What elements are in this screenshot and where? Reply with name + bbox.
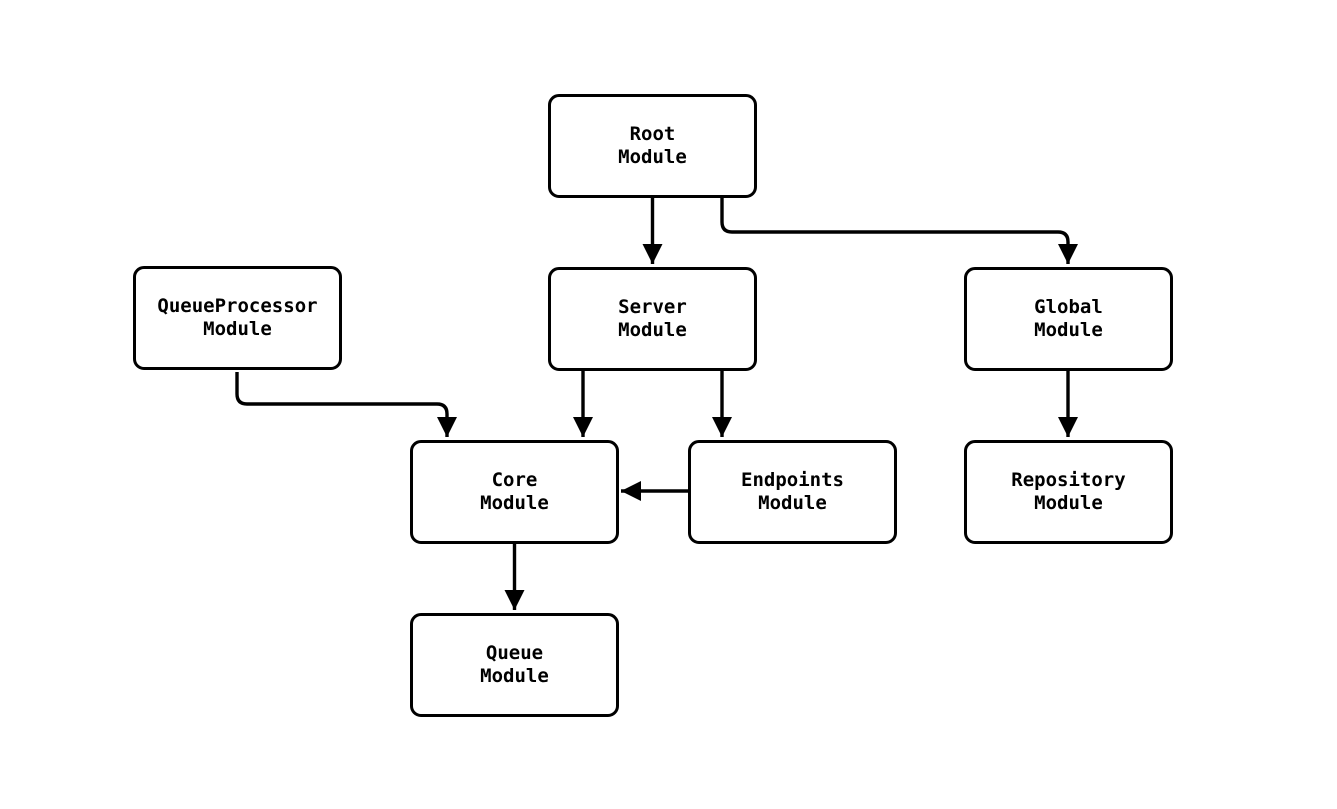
node-root-module: Root Module: [548, 94, 757, 198]
node-label: Module: [618, 146, 687, 168]
node-label: Module: [480, 492, 549, 514]
node-label: Server: [618, 296, 687, 318]
edge-queueprocessor-to-core: [235, 372, 457, 437]
node-label: Module: [618, 319, 687, 341]
node-label: Repository: [1011, 469, 1126, 491]
node-label: QueueProcessor: [157, 295, 318, 317]
node-queueprocessor-module: QueueProcessor Module: [133, 266, 342, 370]
edge-root-to-global: [720, 198, 1078, 264]
node-label: Endpoints: [741, 469, 844, 491]
node-repository-module: Repository Module: [964, 440, 1173, 544]
node-endpoints-module: Endpoints Module: [688, 440, 897, 544]
node-global-module: Global Module: [964, 267, 1173, 371]
node-label: Module: [1034, 319, 1103, 341]
node-label: Module: [758, 492, 827, 514]
node-label: Module: [480, 665, 549, 687]
node-label: Core: [491, 469, 538, 491]
node-label: Global: [1034, 296, 1103, 318]
node-core-module: Core Module: [410, 440, 619, 544]
node-label: Root: [629, 123, 676, 145]
node-label: Queue: [485, 642, 544, 664]
node-queue-module: Queue Module: [410, 613, 619, 717]
node-label: Module: [203, 318, 272, 340]
node-server-module: Server Module: [548, 267, 757, 371]
node-label: Module: [1034, 492, 1103, 514]
